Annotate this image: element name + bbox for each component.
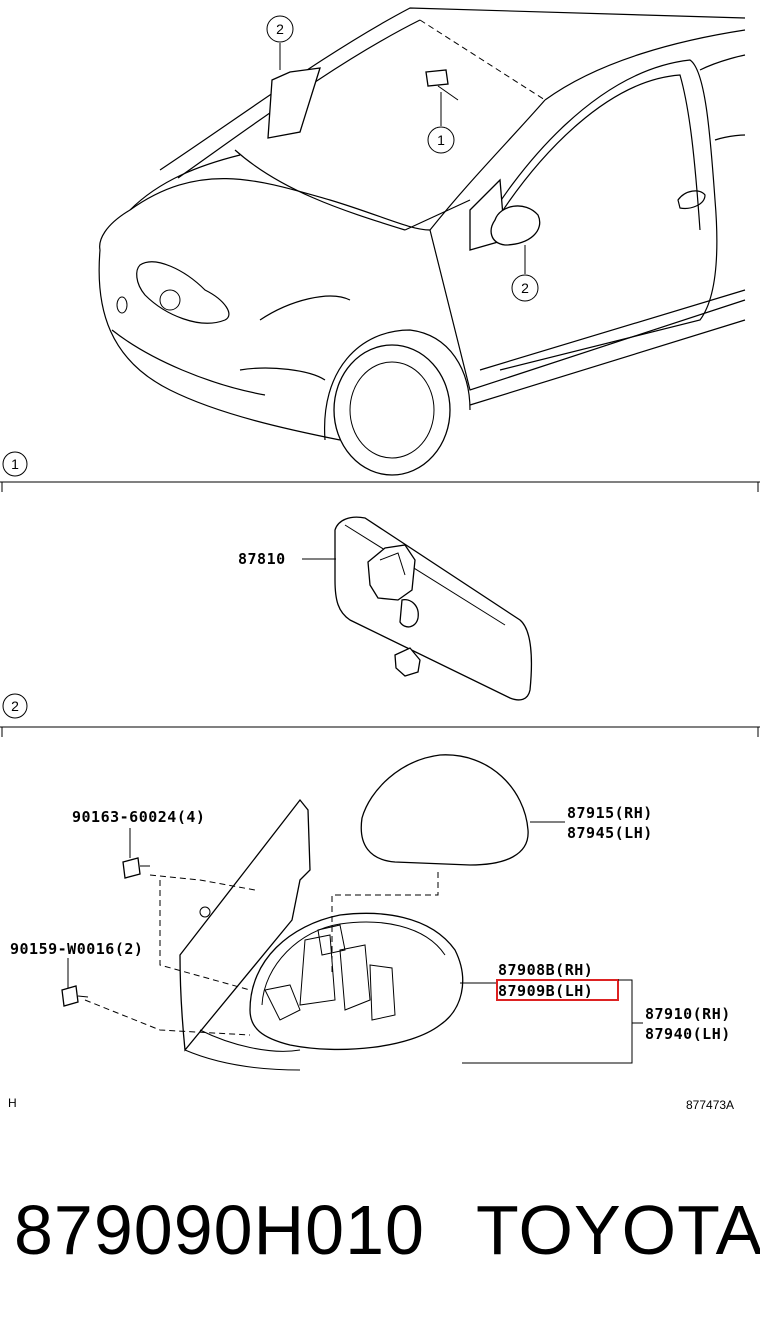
car-illustration	[98, 7, 746, 476]
section-1-header: 1	[0, 451, 760, 492]
diagram-code: 877473A	[686, 1098, 734, 1112]
callout-2-side-mirror: 2	[511, 274, 539, 302]
section-2-label: 2	[11, 698, 19, 714]
footer-part-number: 879090H010	[14, 1191, 425, 1269]
section-2-header: 2	[0, 693, 760, 737]
part-mirror-cover: 87915(RH) 87945(LH)	[530, 804, 653, 842]
footer-brand: TOYOTA	[476, 1191, 760, 1269]
callout-2-label: 2	[276, 21, 284, 37]
side-mirror-drawing	[61, 754, 529, 1071]
part-mirror-glass: 87908B(RH) 87909B(LH)	[460, 961, 619, 1001]
callout-1-label: 1	[437, 132, 445, 148]
parts-diagram: 2 1 2 1 87810 2	[0, 7, 760, 1112]
part-number-inner-mirror: 87810	[238, 550, 286, 568]
part-bolt: 90163-60024(4)	[72, 808, 205, 858]
footnote-left: H	[8, 1096, 17, 1110]
part-number-assy-rh: 87910(RH)	[645, 1005, 731, 1023]
callout-2-windshield: 2	[266, 15, 294, 43]
part-number-mirror-rh: 87908B(RH)	[498, 961, 593, 979]
part-number-mirror-lh: 87909B(LH)	[498, 982, 593, 1000]
part-number-cover-lh: 87945(LH)	[567, 824, 653, 842]
part-87810: 87810	[238, 550, 336, 568]
part-mirror-assy: 87910(RH) 87940(LH)	[462, 979, 731, 1064]
callout-2-label: 2	[521, 280, 529, 296]
part-screw: 90159-W0016(2)	[10, 940, 143, 988]
section-1-label: 1	[11, 456, 19, 472]
part-number-bolt: 90163-60024(4)	[72, 808, 205, 826]
callout-1-inner-mirror: 1	[427, 126, 455, 154]
part-number-cover-rh: 87915(RH)	[567, 804, 653, 822]
part-number-screw: 90159-W0016(2)	[10, 940, 143, 958]
part-number-assy-lh: 87940(LH)	[645, 1025, 731, 1043]
inner-mirror-drawing	[334, 516, 533, 701]
highlight-box	[496, 979, 619, 1001]
